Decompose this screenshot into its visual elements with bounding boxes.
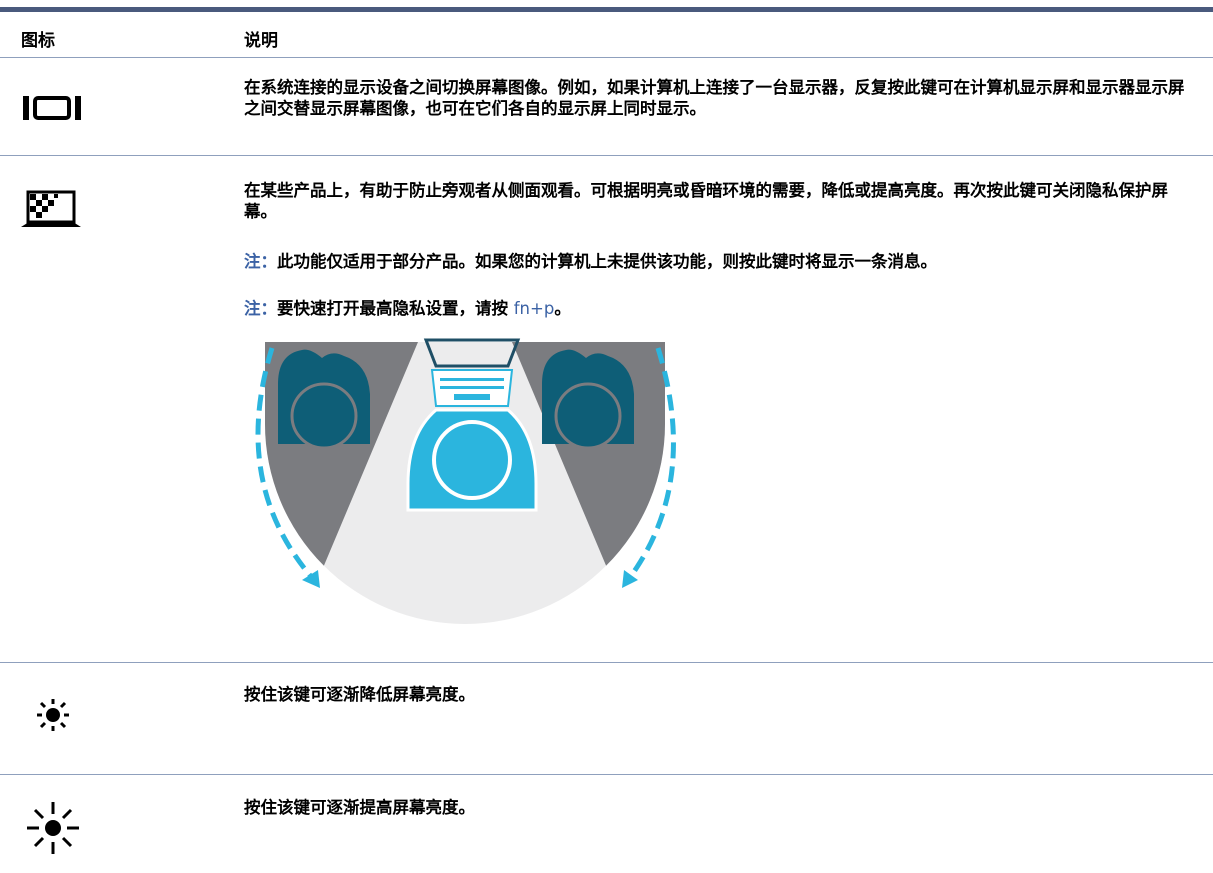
arrow-left: [255, 347, 316, 582]
table-top-rule: [0, 7, 1213, 12]
note-text: 要快速打开最高隐私设置，请按: [277, 299, 514, 318]
brightness-down-description: 按住该键可逐渐降低屏幕亮度。: [244, 685, 475, 704]
privacy-illustration: [240, 334, 700, 653]
note-text: 此功能仅适用于部分产品。如果您的计算机上未提供该功能，则按此键时将显示一条消息。: [277, 252, 937, 271]
note-label: 注：: [244, 252, 277, 271]
brightness-up-description: 按住该键可逐渐提高屏幕亮度。: [244, 798, 475, 817]
laptop: [423, 338, 521, 407]
user: [406, 408, 538, 512]
observer-left: [278, 349, 370, 450]
brightness-up-icon: [25, 800, 81, 860]
header-rule: [0, 57, 1213, 58]
arrowhead-right: [622, 570, 638, 588]
key-p: p: [543, 299, 555, 318]
header-icon-column: 图标: [21, 31, 55, 51]
privacy-note-1: 注：此功能仅适用于部分产品。如果您的计算机上未提供该功能，则按此键时将显示一条消…: [244, 251, 1194, 272]
display-switch-description: 在系统连接的显示设备之间切换屏幕图像。例如，如果计算机上连接了一台显示器，反复按…: [244, 78, 1185, 118]
privacy-screen-icon: [21, 190, 81, 238]
row-rule: [0, 155, 1213, 156]
key-fn: fn: [513, 299, 531, 318]
header-description-column: 说明: [244, 31, 278, 51]
display-switch-icon: [22, 95, 82, 125]
note-end: 。: [554, 299, 571, 318]
note-label: 注：: [244, 299, 277, 318]
observer-right: [542, 349, 634, 450]
privacy-screen-description: 在某些产品上，有助于防止旁观者从侧面观看。可根据明亮或昏暗环境的需要，降低或提高…: [244, 181, 1168, 221]
brightness-down-icon: [31, 693, 75, 741]
privacy-note-2: 注：要快速打开最高隐私设置，请按 fn+p。: [244, 298, 1194, 319]
arrowhead-left: [302, 570, 320, 588]
key-plus: +: [530, 299, 544, 318]
row-rule: [0, 662, 1213, 663]
row-rule: [0, 774, 1213, 775]
arrow-right: [625, 347, 676, 582]
